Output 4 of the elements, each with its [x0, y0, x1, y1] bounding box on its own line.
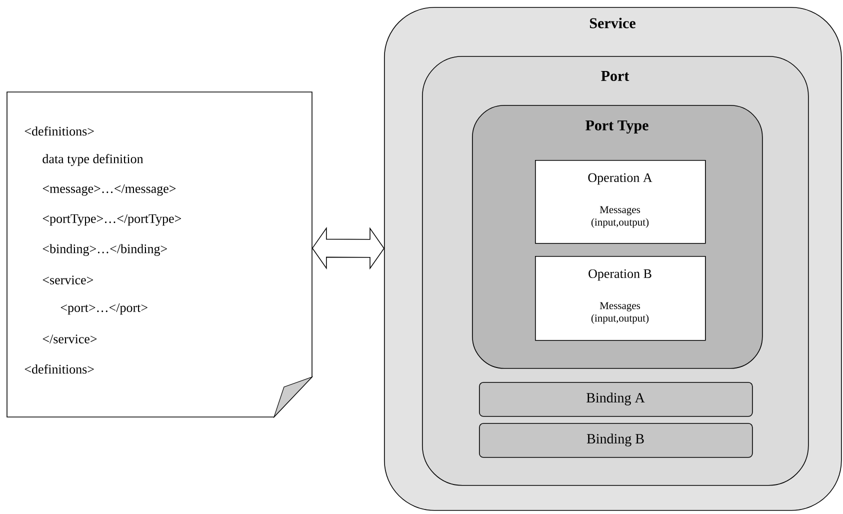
binding-bar: Binding B	[479, 423, 753, 458]
binding-bar: Binding A	[479, 382, 753, 417]
operation-box: Operation A Messages (input,output)	[535, 160, 706, 244]
operation-box: Operation B Messages (input,output)	[535, 256, 706, 341]
